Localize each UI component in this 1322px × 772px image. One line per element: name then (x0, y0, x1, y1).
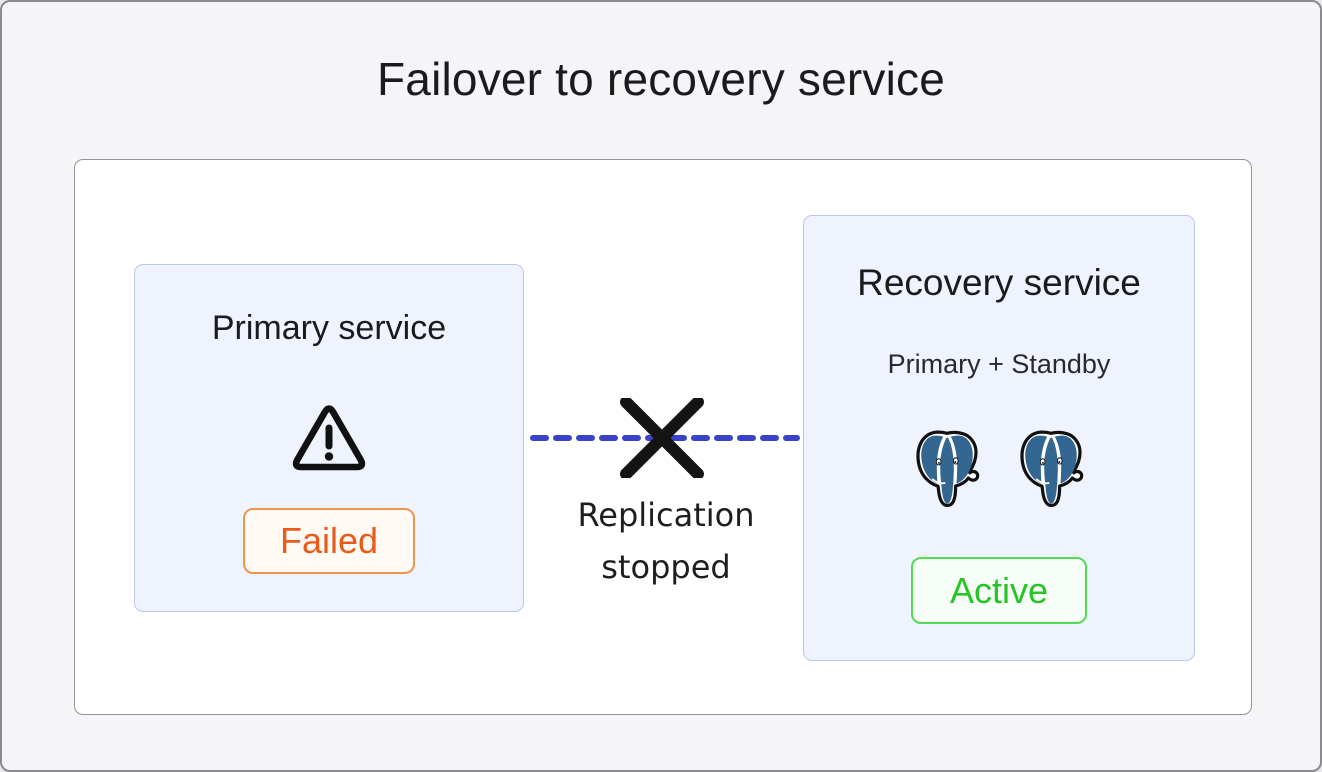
cross-icon (620, 398, 704, 478)
recovery-service-subtitle: Primary + Standby (887, 349, 1111, 379)
diagram-title: Failover to recovery service (377, 53, 945, 105)
warning-triangle-icon (290, 403, 368, 476)
diagram-canvas: Primary service Failed Replication stopp… (74, 159, 1252, 715)
primary-service-node: Primary service Failed (134, 264, 524, 612)
recovery-service-title: Recovery service (857, 262, 1141, 303)
postgresql-icon (916, 430, 980, 508)
replication-status-label: Replication stopped (577, 496, 755, 586)
status-badge-failed: Failed (243, 508, 415, 574)
postgresql-icon (1020, 430, 1084, 508)
replication-link-crossed (530, 398, 800, 478)
status-badge-active: Active (911, 557, 1087, 624)
primary-service-title: Primary service (211, 309, 447, 347)
postgres-instances (912, 430, 1086, 508)
recovery-service-node: Recovery service Primary + Standby Activ… (803, 215, 1195, 661)
